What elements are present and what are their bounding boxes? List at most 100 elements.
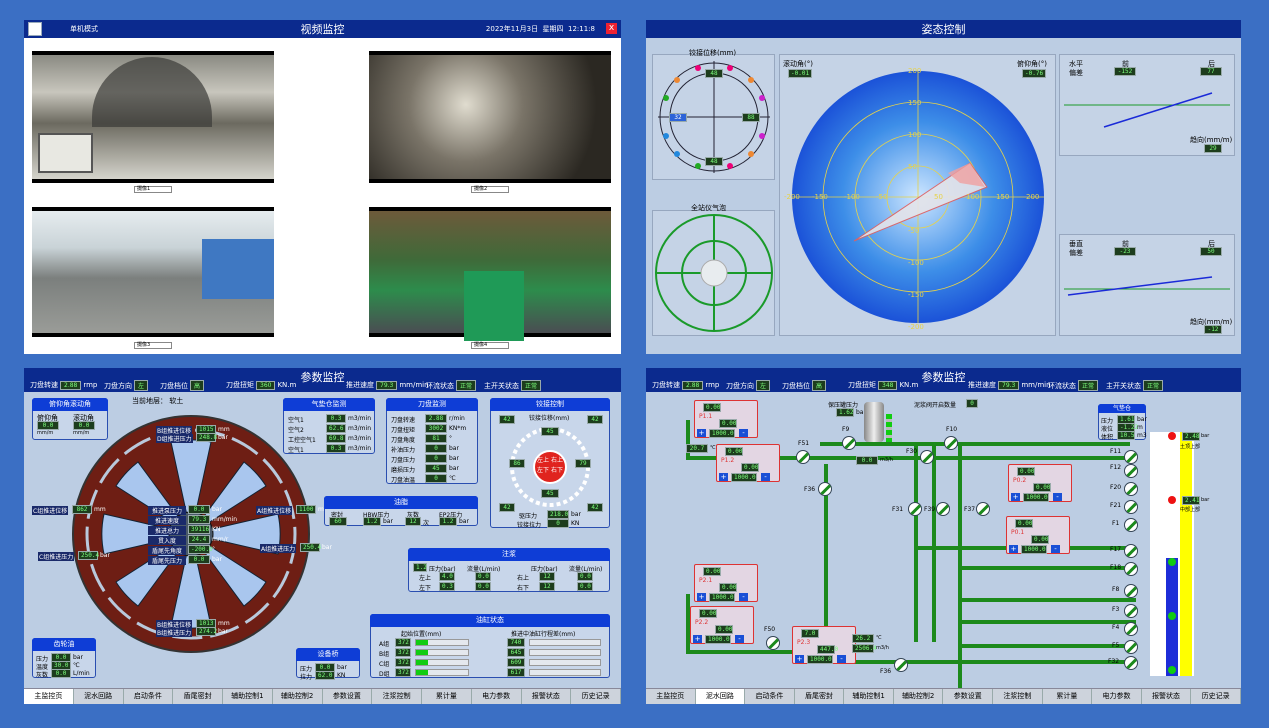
tab-1[interactable]: 泥水回路 (695, 689, 746, 704)
valve-f11-label: F11 (1110, 448, 1122, 455)
valve-f36[interactable] (818, 482, 832, 496)
valve-f12[interactable] (1124, 464, 1138, 478)
pump-minus-0[interactable]: - (739, 429, 748, 437)
disc-label-6: B组推进位移 (156, 620, 193, 629)
cyl-h1: 起始位置(mm) (401, 631, 442, 638)
polar-chart (792, 71, 1044, 323)
camera-feed-2[interactable] (369, 51, 611, 183)
valve-f51[interactable] (796, 450, 810, 464)
bridge1-label-1: 拉力 (300, 674, 313, 681)
tab-10[interactable]: 报警状态 (1142, 689, 1192, 704)
bridge1-unit-1: KN (337, 672, 346, 679)
hinge-bottom-val: 45 (541, 489, 559, 498)
tab-5[interactable]: 辅助控制2 (894, 689, 944, 704)
tab-0[interactable]: 主监控页 (646, 689, 696, 704)
camera-feed-1[interactable] (32, 51, 274, 183)
pump-plus-0[interactable]: + (697, 429, 706, 437)
cut1-value-6: 0 (425, 474, 447, 483)
tab-3[interactable]: 盾尾密封 (795, 689, 845, 704)
cyl-name-2: C组 (379, 661, 390, 668)
valve-f31[interactable] (908, 502, 922, 516)
pump-minus-3[interactable]: - (1051, 545, 1060, 553)
valve-f3[interactable] (1124, 604, 1138, 618)
status-label-6: 主开关状态 (484, 382, 519, 390)
valve-f39-label: F39 (924, 506, 936, 513)
disc-label-1: D组推进压力 (156, 434, 193, 443)
valve-f11[interactable] (1124, 450, 1138, 464)
pump-plus-4[interactable]: + (697, 593, 706, 601)
valve-f18[interactable] (1124, 562, 1138, 576)
tab-7[interactable]: 注浆控制 (993, 689, 1043, 704)
tab-4[interactable]: 辅助控制1 (844, 689, 894, 704)
pump-a-1: 0.00 (725, 447, 743, 456)
pump-plus-3[interactable]: + (1009, 545, 1018, 553)
valve-f21[interactable] (1124, 500, 1138, 514)
tab-1[interactable]: 泥水回路 (74, 689, 124, 704)
tab-9[interactable]: 电力参数 (1092, 689, 1142, 704)
camera-select-1[interactable]: 摄像1 (134, 186, 172, 193)
tab-5[interactable]: 辅助控制2 (273, 689, 323, 704)
pump-minus-6[interactable]: - (837, 655, 846, 663)
valve-f50[interactable] (766, 636, 780, 650)
valve-f9[interactable] (842, 436, 856, 450)
camera-select-2[interactable]: 摄像2 (471, 186, 509, 193)
valve-f17[interactable] (1124, 544, 1138, 558)
camera-select-3[interactable]: 摄像3 (134, 342, 172, 349)
camera-feed-3[interactable] (32, 207, 274, 337)
tab-3[interactable]: 盾尾密封 (173, 689, 223, 704)
vehicle (38, 133, 93, 173)
pump-plus-1[interactable]: + (719, 473, 728, 481)
pump-plus-2[interactable]: + (1011, 493, 1020, 501)
tab-11[interactable]: 历史记录 (571, 689, 621, 704)
tab-2[interactable]: 启动条件 (124, 689, 174, 704)
pump-minus-1[interactable]: - (761, 473, 770, 481)
bridge-title: 设备桥 (296, 648, 360, 661)
valve-f37[interactable] (976, 502, 990, 516)
center-unit-3: mm/r (212, 536, 229, 543)
tab-7[interactable]: 注浆控制 (372, 689, 422, 704)
valve-f1[interactable] (1124, 518, 1138, 532)
valve-f36b[interactable] (894, 658, 908, 672)
tab-9[interactable]: 电力参数 (472, 689, 522, 704)
close-button[interactable]: x (606, 23, 617, 34)
cut1-unit-1: KN*m (449, 425, 467, 432)
tab-2[interactable]: 启动条件 (745, 689, 795, 704)
tab-11[interactable]: 历史记录 (1191, 689, 1241, 704)
valve-f8[interactable] (1124, 584, 1138, 598)
tab-0[interactable]: 主监控页 (24, 689, 74, 704)
valve-f20[interactable] (1124, 482, 1138, 496)
valve-f51-label: F51 (798, 440, 810, 447)
valve-f30[interactable] (920, 450, 934, 464)
tab-10[interactable]: 报警状态 (522, 689, 572, 704)
tab-4[interactable]: 辅助控制1 (223, 689, 273, 704)
pump-minus-2[interactable]: - (1053, 493, 1062, 501)
pump-plus-5[interactable]: + (693, 635, 702, 643)
pump-plus-6[interactable]: + (795, 655, 804, 663)
valve-f32[interactable] (1124, 656, 1138, 670)
tab-6[interactable]: 参数设置 (323, 689, 373, 704)
tab-8[interactable]: 累计量 (422, 689, 472, 704)
center-value-0: 0.0 (188, 505, 210, 514)
camera-feed-4[interactable] (369, 207, 611, 341)
valve-f10[interactable] (944, 436, 958, 450)
camera-select-4[interactable]: 摄像4 (471, 342, 509, 349)
pump-minus-5[interactable]: - (735, 635, 744, 643)
pump-minus-4[interactable]: - (739, 593, 748, 601)
disc-label-4: C组推进压力 (38, 552, 75, 561)
valve-f5[interactable] (1124, 640, 1138, 654)
valve-f39[interactable] (936, 502, 950, 516)
grout-pre: 1.2 (413, 563, 427, 572)
tab-8[interactable]: 累计量 (1043, 689, 1093, 704)
tab-6[interactable]: 参数设置 (943, 689, 994, 704)
valve-f4[interactable] (1124, 622, 1138, 636)
disc-label-2: C组推进位移 (32, 506, 69, 515)
